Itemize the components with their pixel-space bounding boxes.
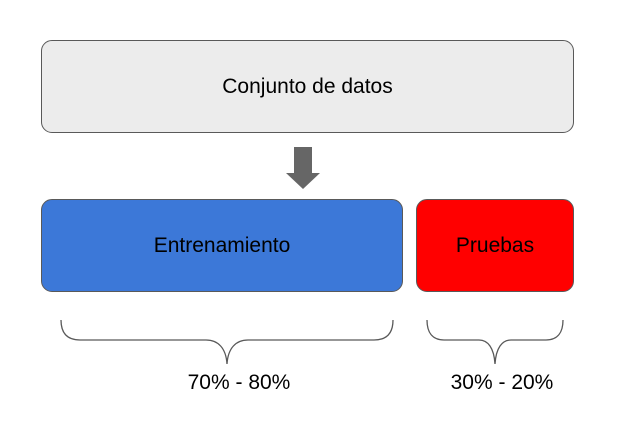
testing-label: Pruebas [455, 233, 535, 257]
training-box: Entrenamiento [41, 199, 403, 292]
testing-brace-path [426, 319, 564, 365]
testing-percentage: 30% - 20% [450, 371, 554, 394]
arrow-down-shape [286, 147, 320, 189]
dataset-box: Conjunto de datos [41, 40, 574, 133]
training-brace-path [60, 319, 394, 365]
training-percentage: 70% - 80% [187, 371, 291, 394]
dataset-label: Conjunto de datos [222, 74, 393, 98]
arrow-down-icon [286, 147, 320, 189]
training-brace [60, 319, 394, 365]
training-label: Entrenamiento [153, 233, 291, 257]
testing-brace [426, 319, 564, 365]
testing-box: Pruebas [416, 199, 574, 292]
